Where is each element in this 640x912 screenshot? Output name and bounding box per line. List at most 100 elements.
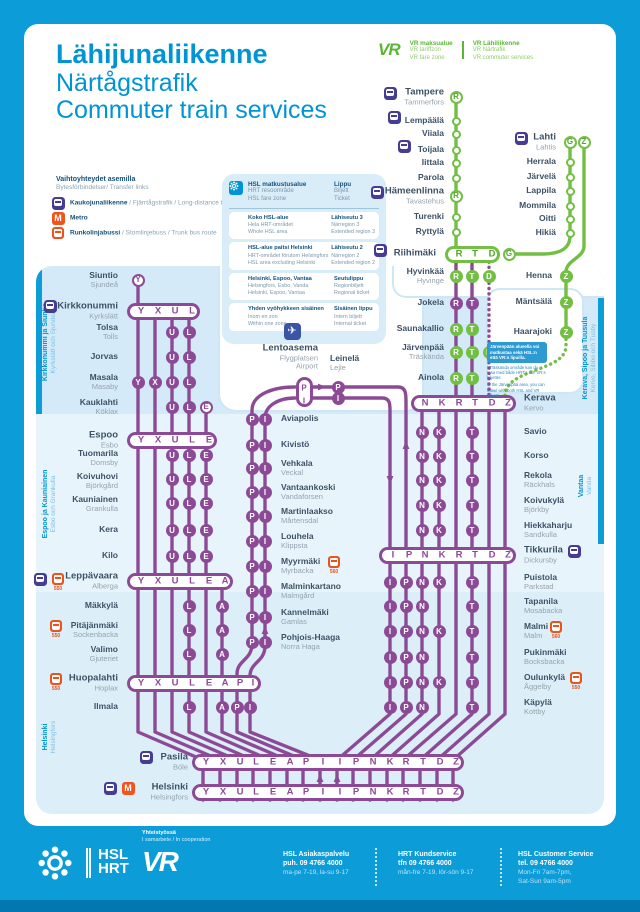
line-chip: I — [258, 534, 272, 548]
line-chip: R — [449, 322, 463, 336]
line-chip: P — [245, 438, 259, 452]
line-chip: T — [465, 345, 479, 359]
line-chip: N — [415, 449, 429, 463]
line-chip: T — [465, 523, 479, 537]
direction-arrow — [402, 440, 410, 449]
direction-arrow — [316, 773, 324, 782]
line-chip: T — [465, 473, 479, 487]
line-chip: P — [245, 412, 259, 426]
station-label: Ryttylä — [415, 226, 444, 237]
station-label: Mäkkylä — [84, 600, 118, 611]
station-label: Kivistö — [281, 439, 310, 450]
train-icon — [33, 572, 47, 586]
line-chip: L — [182, 523, 196, 537]
line-chip: L — [182, 549, 196, 563]
line-chip: L — [182, 472, 196, 486]
train-icon — [514, 131, 528, 145]
line-chip — [565, 228, 575, 238]
divider — [86, 848, 91, 878]
line-chip: K — [432, 675, 446, 689]
line-chip: N — [415, 650, 429, 664]
line-chip — [451, 145, 461, 155]
line-chip: T — [465, 296, 479, 310]
line-chip: I — [258, 610, 272, 624]
line-chip: E — [199, 523, 213, 537]
line-chip: L — [182, 700, 196, 714]
line-chip: Z — [577, 135, 591, 149]
line-chip: I — [258, 412, 272, 426]
line-chip: I — [258, 635, 272, 649]
line-chip: P — [245, 509, 259, 523]
train-icon — [43, 299, 57, 313]
station-label: Lappila — [526, 185, 556, 196]
station-label: Korso — [524, 450, 549, 461]
bus-icon — [52, 227, 64, 239]
line-chip: P — [331, 380, 345, 394]
divider — [375, 848, 377, 886]
legend-item-trunk-bus: Runkolinjabussi / Stomlinjebuss / Trunk … — [70, 229, 217, 237]
line-chip — [451, 173, 461, 183]
train-icon — [567, 544, 581, 558]
line-chip: P — [399, 650, 413, 664]
line-chip: I — [258, 438, 272, 452]
line-chip: T — [465, 675, 479, 689]
train-icon — [139, 750, 153, 764]
station-label: Ilmala — [93, 701, 118, 712]
train-icon — [397, 139, 411, 153]
direction-arrow — [261, 625, 269, 634]
transfer-legend: Vaihtoyhteydet asemilla Bytesförbindelse… — [56, 176, 149, 191]
bus-icon: 560 — [328, 556, 340, 575]
station-label: Lempäälä — [404, 115, 444, 126]
page-title: Lähijunaliikenne Närtågstrafik Commuter … — [56, 39, 327, 125]
line-chip: E — [199, 496, 213, 510]
line-chip: I — [383, 624, 397, 638]
line-chip: A — [215, 599, 229, 613]
train-icon — [383, 86, 397, 100]
line-chip: P — [245, 461, 259, 475]
metro-icon: M — [121, 781, 135, 795]
line-chip: Z — [559, 269, 573, 283]
line-chip: T — [465, 498, 479, 512]
line-chip — [451, 158, 461, 168]
line-chip: K — [432, 449, 446, 463]
line-chip: N — [415, 425, 429, 439]
line-chip: T — [465, 650, 479, 664]
line-chip: R — [449, 90, 463, 104]
line-chip: G — [563, 135, 577, 149]
station-label: Kilo — [101, 550, 118, 561]
station-label: Viiala — [421, 128, 444, 139]
line-chip — [451, 227, 461, 237]
divider — [500, 848, 502, 886]
line-chip: A — [215, 623, 229, 637]
line-chip: Y — [131, 375, 145, 389]
line-chip: I — [258, 485, 272, 499]
line-chip: Y — [131, 273, 145, 287]
legend-item-long-distance: Kaukojunaliikenne / Fjärrtågstrafik / Lo… — [70, 199, 237, 207]
line-chip — [451, 129, 461, 139]
station-label: Hikiä — [535, 227, 556, 238]
hsl-flower-logo — [36, 844, 74, 887]
line-chip: P — [399, 624, 413, 638]
divider — [229, 208, 379, 209]
line-chip: R — [449, 296, 463, 310]
